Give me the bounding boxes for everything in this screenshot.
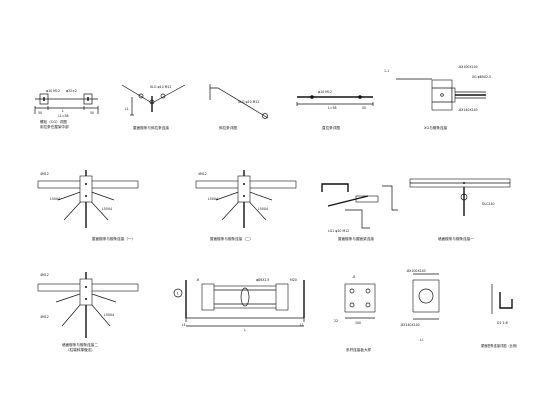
dim-right-label: 50 (90, 111, 94, 115)
detail-straight-tie: φ10 M12 L=58 50 直拉条详图 (296, 90, 374, 130)
length-label: L (62, 109, 64, 113)
dim-mid-label: L1=58 (58, 114, 69, 118)
detail-wall-purlin-connection-1: DLC140 墙面檩条与檩条连接一 (409, 178, 511, 241)
l1-right-label: L1 (300, 323, 304, 327)
diagonal-tie-spec: XLG φ10 M12 (238, 100, 259, 104)
bracket-scale-label: D1 1:6 (497, 321, 508, 325)
detail-purlin-diagonal-tie: XLG φ10 M12 L1 屋面檩条与斜拉条连接 (121, 84, 186, 130)
bolt-spec-label: φ10 M12 (46, 89, 60, 93)
pipe-spec-label: φ89X2.5 (256, 278, 269, 282)
tube-spec-label: φ32×2 (66, 89, 77, 93)
angle-left-label: L50X4 (208, 197, 218, 201)
straight-tie-spec: φ10 M12 (318, 90, 332, 94)
caption-xg-purlin: XG与檩条连接 (424, 125, 448, 130)
detail-roof-purlin-connection-2: 4M12 L50X4 L50X4 屋面檩条与檩条连接（二） (195, 170, 297, 241)
caption-roof-purlin-connection-1: 屋面檩条与檩条连接（一） (92, 236, 135, 241)
subcaption-wall-purlin-connection-2: （柱端斜撑做法） (66, 347, 95, 352)
section-i-i: I-I (420, 338, 423, 342)
bottom-plate-label: -8X140X140 (400, 323, 420, 327)
plate-thickness: -8 (352, 275, 355, 279)
caption-roof-purlin-beam: 屋面檩条与屋面梁连接 (338, 236, 374, 241)
caption-diagonal-tie: 斜拉条详图 (219, 125, 237, 130)
l1-left-label: L1 (182, 323, 186, 327)
dim-100: 100 (355, 321, 361, 325)
caption-wall-purlin-connection-1: 墙面檩条与檩条连接一 (438, 236, 474, 241)
detail-small-bracket: D1 1:6 (491, 284, 513, 325)
bolt-count-label-bottom: 4M12 (40, 315, 49, 319)
detail-pipe-end-plate: -8X100X140 -8X140X140 I-I (400, 269, 440, 342)
dim-left-label: 50 (38, 111, 42, 115)
caption-purlin-diagonal-tie: 屋面檩条与斜拉条连接 (133, 125, 169, 130)
detail-diagonal-tie: XLG φ10 M12 斜拉条详图 (209, 84, 269, 130)
circle-number-1: 1 (177, 291, 179, 295)
bolt-label: M20 (290, 278, 297, 282)
angle-label: L50X4 (104, 313, 114, 317)
caption-straight-tie: 直拉条详图 (322, 125, 340, 130)
bolt-count-label: 4M12 (198, 172, 207, 176)
dim-22: 22 (334, 319, 338, 323)
sheet-footer-note: 屋面檩条连接详图（比例） (481, 343, 519, 348)
top-plate-spec: -8X100X140 (458, 65, 478, 69)
xlg-label: XLG φ10 M12 (150, 85, 171, 89)
caption-roof-purlin-connection-2: 屋面檩条与檩条连接（二） (210, 236, 253, 241)
caption-wall-purlin-connection-2: 墙面檩条与檩条连接二 (62, 342, 98, 347)
angle-right-label: L50X4 (102, 207, 112, 211)
top-plate-label: -8X100X140 (406, 269, 426, 273)
l1-label: L1 (125, 107, 129, 111)
angle-left-label: L50X4 (50, 197, 60, 201)
xg-pipe-spec: XG φ89X2.5 (472, 75, 491, 79)
bolt-count-label: 4M12 (40, 172, 49, 176)
caption-bolt-cg: 螺栓（CG）详图 (40, 119, 67, 124)
lg1-label: LG1 φ10 M12 (328, 229, 349, 233)
detail-bolt-cg: φ10 M12 φ32×2 L 50 L1=58 50 螺栓（CG）详图 用拉条… (34, 89, 99, 129)
bottom-plate-spec: -8X140X140 (458, 108, 478, 112)
detail-tie-plate: -8 22 100 系杆连接板大样 (334, 275, 376, 352)
straight-tie-length: L=58 (328, 106, 337, 110)
angle-right-label: L50X4 (258, 207, 268, 211)
bolt-count-label-top: 4M12 (40, 273, 49, 277)
detail-wall-purlin-connection-2: 4M12 4M12 L50X4 墙面檩条与檩条连接二 （柱端斜撑做法） (37, 272, 139, 352)
dlc-label: DLC140 (482, 202, 495, 206)
detail-roof-purlin-beam: LG1 φ10 M12 屋面檩条与屋面梁连接 (321, 183, 398, 241)
detail-strut-tie: 1 -6 φ89X2.5 M20 L1 L L1 (173, 278, 305, 332)
caption-tie-plate: 系杆连接板大样 (346, 347, 372, 352)
detail-xg-purlin: 1-1 -8X100X140 XG φ89X2.5 -8X140X140 XG与… (384, 65, 491, 130)
detail-roof-purlin-connection-1: 4M12 L50X4 L50X4 屋面檩条与檩条连接（一） (37, 170, 139, 241)
l-label: L (244, 328, 246, 332)
subcaption-bolt-cg: 用拉条在屋架中部 (40, 124, 69, 129)
plate-thickness-label: -6 (196, 278, 199, 282)
straight-tie-end-dim: 50 (362, 106, 366, 110)
section-mark-1-1: 1-1 (384, 69, 389, 73)
